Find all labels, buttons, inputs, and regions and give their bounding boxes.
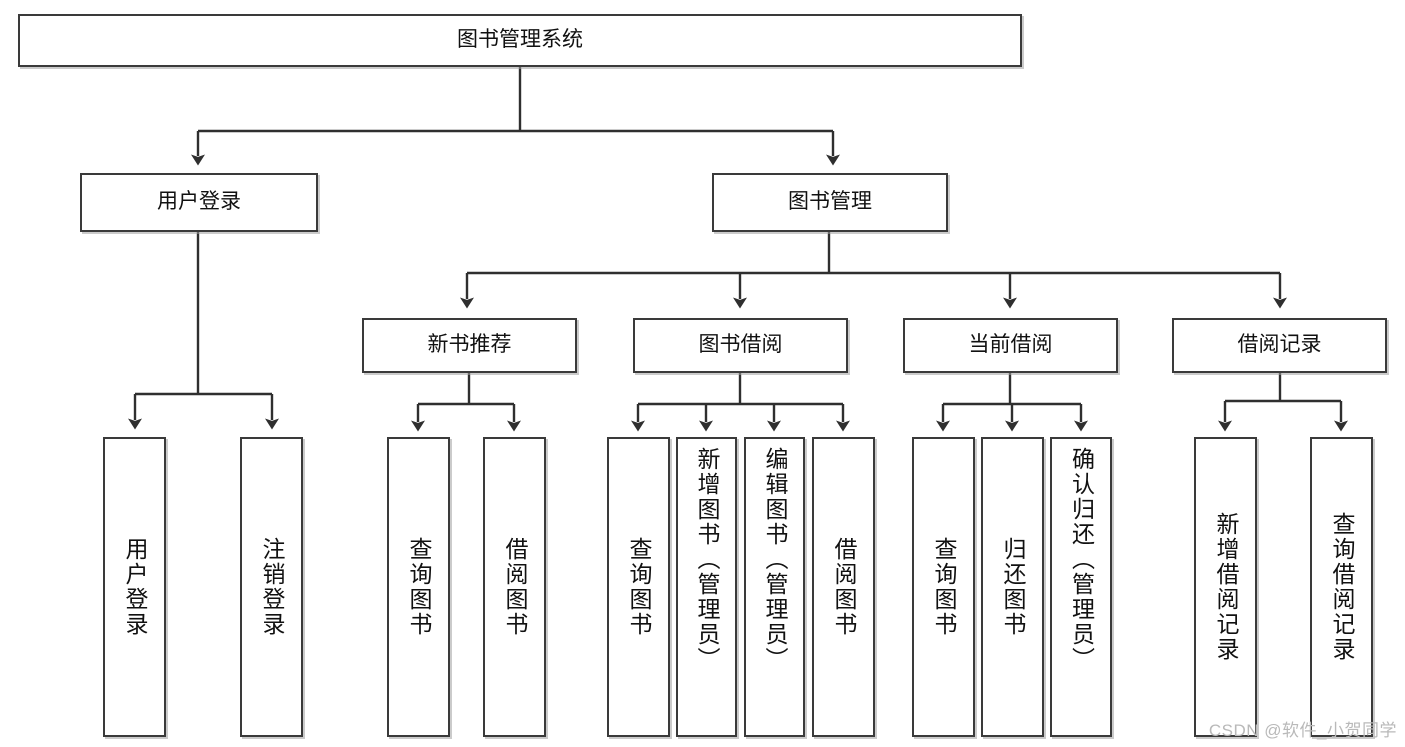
node-label: 归还图书 — [1000, 537, 1026, 637]
leaf-user-login[interactable]: 用户登录 — [103, 437, 166, 737]
node-label: 查询图书 — [406, 537, 432, 637]
leaf-current-return-book[interactable]: 归还图书 — [981, 437, 1044, 737]
leaf-record-add-record[interactable]: 新增借阅记录 — [1194, 437, 1257, 737]
node-borrow-record[interactable]: 借阅记录 — [1172, 318, 1387, 373]
node-label: 借阅记录 — [1237, 333, 1322, 357]
leaf-recommend-borrow-book[interactable]: 借阅图书 — [483, 437, 546, 737]
node-label: 注销登录 — [259, 537, 285, 637]
node-root-system[interactable]: 图书管理系统 — [18, 14, 1022, 67]
node-label: 查询图书 — [931, 537, 957, 637]
node-label: 查询借阅记录 — [1329, 512, 1355, 662]
leaf-borrow-edit-book-admin[interactable]: 编辑图书（管理员） — [744, 437, 805, 737]
node-book-borrow[interactable]: 图书借阅 — [633, 318, 848, 373]
csdn-watermark: CSDN @软件_小贺同学 — [1208, 721, 1397, 740]
leaf-recommend-query-book[interactable]: 查询图书 — [387, 437, 450, 737]
node-label: 用户登录 — [157, 190, 241, 214]
leaf-current-query-book[interactable]: 查询图书 — [912, 437, 975, 737]
leaf-borrow-borrow-book[interactable]: 借阅图书 — [812, 437, 875, 737]
node-label: 当前借阅 — [968, 333, 1053, 357]
node-label: 借阅图书 — [831, 537, 857, 637]
node-current-borrow[interactable]: 当前借阅 — [903, 318, 1118, 373]
node-label: 新增图书（管理员） — [694, 447, 720, 672]
node-label: 查询图书 — [626, 537, 652, 637]
node-book-management[interactable]: 图书管理 — [712, 173, 948, 232]
node-label: 新书推荐 — [427, 333, 512, 357]
leaf-borrow-query-book[interactable]: 查询图书 — [607, 437, 670, 737]
leaf-current-confirm-return-admin[interactable]: 确认归还（管理员） — [1050, 437, 1112, 737]
node-label: 借阅图书 — [502, 537, 528, 637]
leaf-record-query-record[interactable]: 查询借阅记录 — [1310, 437, 1373, 737]
node-label: 图书借阅 — [698, 333, 783, 357]
node-label: 图书管理系统 — [457, 28, 583, 52]
node-label: 图书管理 — [788, 190, 872, 214]
leaf-borrow-add-book-admin[interactable]: 新增图书（管理员） — [676, 437, 737, 737]
node-label: 编辑图书（管理员） — [762, 447, 788, 672]
node-user-login[interactable]: 用户登录 — [80, 173, 318, 232]
node-label: 确认归还（管理员） — [1068, 447, 1095, 672]
node-label: 用户登录 — [122, 537, 148, 637]
node-new-book-recommend[interactable]: 新书推荐 — [362, 318, 577, 373]
node-label: 新增借阅记录 — [1213, 512, 1239, 662]
leaf-user-logout[interactable]: 注销登录 — [240, 437, 303, 737]
